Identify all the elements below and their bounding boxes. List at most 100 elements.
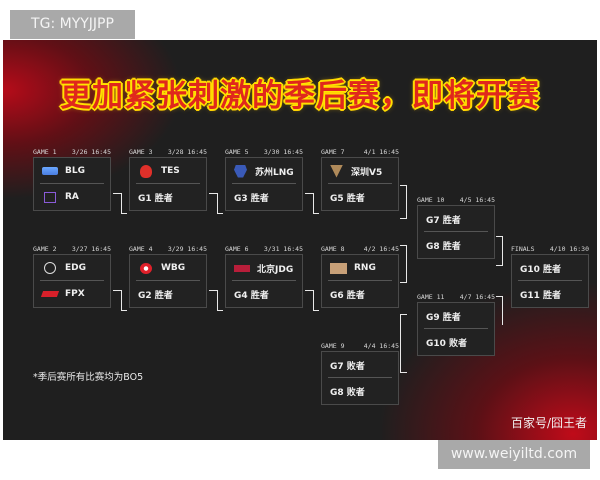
match-time: 16:45 [379,245,399,253]
watermark-bottom: www.weiyiltd.com [438,440,590,469]
rng-logo-icon [330,262,347,274]
match-date: 3/26 [71,148,88,156]
team-slot[interactable]: EDG [34,255,110,281]
team-name: WBG [161,263,186,273]
team-name: G2 胜者 [138,290,173,301]
match-game-2[interactable]: GAME 2 3/27 16:45 EDG FPX [33,244,111,308]
team-slot[interactable]: BLG [34,158,110,184]
team-name: RA [65,192,79,202]
team-slot[interactable]: WBG [130,255,206,281]
team-slot[interactable]: G5 胜者 [322,184,398,210]
team-slot[interactable]: G6 胜者 [322,281,398,307]
match-date: 4/10 [549,245,566,253]
team-slot[interactable]: G8 胜者 [418,232,494,258]
game-label: GAME 3 [129,148,153,156]
divider [328,183,392,184]
team-slot[interactable]: G11 胜者 [512,281,588,307]
source-credit: 百家号/囧王者 [510,416,587,430]
team-slot[interactable]: G7 败者 [322,352,398,378]
match-date: 3/27 [71,245,88,253]
divider [518,280,582,281]
fpx-logo-icon [40,291,60,297]
wbg-logo-icon [140,262,152,274]
match-game-10[interactable]: GAME 10 4/5 16:45 G7 胜者 G8 胜者 [417,195,495,259]
team-slot[interactable]: TES [130,158,206,184]
team-slot[interactable]: G4 胜者 [226,281,302,307]
connector-g4-g6b [217,310,223,311]
team-slot[interactable]: 苏州LNG [226,158,302,184]
game-label: GAME 11 [417,293,445,301]
team-slot[interactable]: G3 胜者 [226,184,302,210]
team-slot[interactable]: RA [34,184,110,210]
connector-g2-g4 [113,290,122,311]
connector-g10-finals [496,236,503,266]
connector-g6-g8b [313,310,319,311]
match-game-5[interactable]: GAME 5 3/30 16:45 苏州LNG G3 胜者 [225,147,303,211]
match-time: 16:45 [475,196,495,204]
v5-logo-icon [330,164,343,178]
match-date: 3/29 [167,245,184,253]
divider [136,280,200,281]
team-name: G8 败者 [330,387,365,398]
blg-logo-icon [42,167,58,175]
team-name: G10 胜者 [520,264,562,275]
match-time: 16:45 [91,148,111,156]
match-date: 3/28 [167,148,184,156]
team-slot[interactable]: G9 胜者 [418,303,494,329]
team-slot[interactable]: G1 胜者 [130,184,206,210]
divider [232,183,296,184]
match-date: 4/7 [459,293,472,301]
game-label: GAME 10 [417,196,445,204]
divider [136,183,200,184]
team-slot[interactable]: FPX [34,281,110,307]
match-time: 16:45 [283,148,303,156]
connector-g7-g10 [400,185,407,219]
team-slot[interactable]: 北京JDG [226,255,302,281]
team-slot[interactable]: G7 胜者 [418,206,494,232]
divider [232,280,296,281]
team-slot[interactable]: RNG [322,255,398,281]
match-time: 16:45 [379,342,399,350]
match-time: 16:45 [91,245,111,253]
team-name: G4 胜者 [234,290,269,301]
team-slot[interactable]: G10 败者 [418,329,494,355]
divider [40,183,104,184]
team-slot[interactable]: G2 胜者 [130,281,206,307]
match-time: 16:45 [283,245,303,253]
game-label: GAME 2 [33,245,57,253]
connector-g4-g6 [209,290,218,311]
connector-g5-g7 [305,193,314,214]
team-name: EDG [65,263,87,273]
team-slot[interactable]: G8 败者 [322,378,398,404]
tes-logo-icon [140,164,152,178]
connector-g1-g3b [121,213,127,214]
team-name: G8 胜者 [426,241,461,252]
match-date: 4/5 [459,196,472,204]
connector-g2-g4b [121,310,127,311]
match-date: 4/4 [363,342,376,350]
divider [424,231,488,232]
connector-g8-g10 [400,245,407,283]
team-name: G7 胜者 [426,215,461,226]
match-time: 16:30 [569,245,589,253]
team-slot[interactable]: G10 胜者 [512,255,588,281]
divider [328,280,392,281]
team-slot[interactable]: 深圳V5 [322,158,398,184]
poster-title: 更加紧张刺激的季后赛，即将开赛 [60,78,540,114]
connector-g3-g5 [209,193,218,214]
match-date: 4/1 [363,148,376,156]
match-date: 3/30 [263,148,280,156]
match-time: 16:45 [187,245,207,253]
game-label: GAME 5 [225,148,249,156]
bo5-note: *季后赛所有比赛均为BO5 [33,372,144,383]
